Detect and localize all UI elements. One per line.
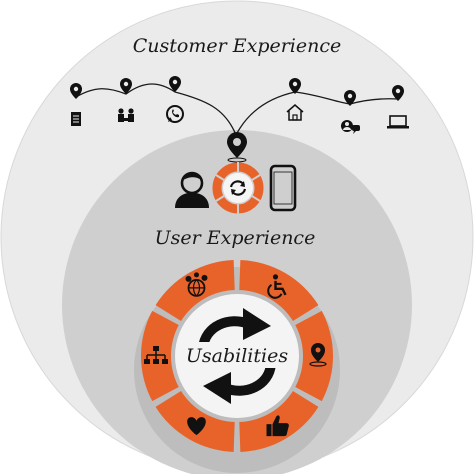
- person-icon: [175, 171, 209, 208]
- usability-ring: [140, 260, 333, 452]
- whatsapp-icon: [166, 105, 184, 123]
- support-chat-icon: [341, 120, 360, 134]
- location-pin-icon: [392, 85, 404, 101]
- center-label-backdrop: [189, 342, 285, 368]
- location-pin-icon: [70, 83, 82, 99]
- journey-stop-home: [286, 78, 304, 121]
- customer-experience-label: Customer Experience: [133, 35, 342, 57]
- journey-stop-whatsapp: [166, 76, 184, 123]
- usability-segment: [155, 260, 235, 322]
- usabilities-label: Usabilities: [186, 345, 288, 367]
- smartphone-icon: [269, 164, 297, 212]
- thumbs-up-icon: [266, 415, 289, 437]
- user-experience-label: User Experience: [155, 227, 316, 249]
- journey-stop-meeting: [118, 78, 134, 122]
- location-pin-icon: [309, 343, 327, 367]
- location-pin-icon: [344, 90, 356, 106]
- meeting-icon: [118, 108, 134, 122]
- heart-icon: [187, 417, 206, 436]
- location-pin-icon: [120, 78, 132, 94]
- journey-stop-document: [70, 83, 82, 126]
- document-icon: [71, 112, 81, 126]
- global-network-icon: [185, 272, 208, 297]
- location-pin-icon: [169, 76, 181, 92]
- accessibility-icon: [267, 274, 287, 299]
- hierarchy-icon: [144, 346, 168, 364]
- usability-segment: [239, 260, 319, 322]
- usability-segment: [140, 310, 179, 402]
- home-icon: [286, 104, 304, 121]
- sync-ring-icon: [212, 162, 264, 214]
- journey-stop-support: [341, 90, 360, 134]
- location-pin-icon: [289, 78, 301, 94]
- journey-stop-laptop: [387, 85, 409, 129]
- laptop-icon: [387, 115, 409, 129]
